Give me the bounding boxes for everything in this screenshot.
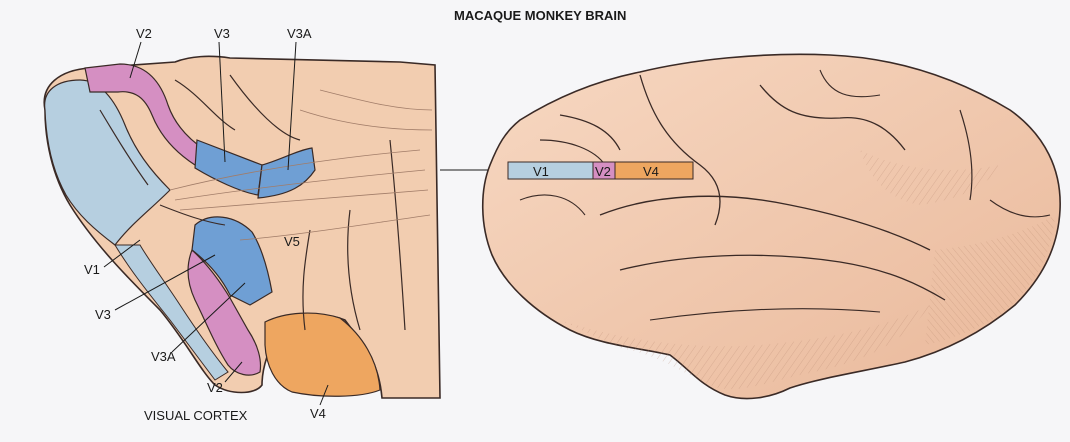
brain-sulcus-superior-temporal (619, 254, 946, 301)
brain-sulcus-frontal (519, 194, 586, 216)
brain-shading-upper (860, 150, 1000, 205)
leader-v3-top (218, 41, 226, 163)
v4-region (264, 312, 381, 397)
label-v2-bottom: V2 (207, 380, 223, 395)
label-v3a-bottom: V3A (151, 349, 176, 364)
caption-visual-cortex: VISUAL CORTEX (144, 408, 248, 423)
sulcus-7 (159, 204, 226, 226)
label-v3-bottom: V3 (95, 307, 111, 322)
brain-sulcus-intraparietal (759, 84, 906, 151)
brain-sulcus-lunate (959, 109, 973, 201)
leader-v3-bottom (114, 254, 216, 311)
macaque-brain: V1 V2 V4 (481, 53, 1061, 400)
label-v1: V1 (84, 262, 100, 277)
label-v3-top: V3 (214, 26, 230, 41)
strip-label-v2: V2 (595, 164, 611, 179)
page-title: MACAQUE MONKEY BRAIN (454, 8, 626, 23)
brain-sulcus-arcuate (559, 114, 621, 151)
brain-shading-temporal (560, 305, 930, 390)
brain-shading-occipital (925, 215, 1055, 345)
sulcus-5 (347, 209, 361, 331)
white-matter-fibre-5 (319, 89, 433, 111)
sulcus-4 (302, 229, 311, 331)
v1-region (44, 79, 171, 246)
white-matter-fibre-2 (174, 169, 426, 201)
v1-lower-band (114, 244, 229, 381)
brain-sulcus-principal (539, 139, 606, 166)
brain-sulcus-lateral (599, 195, 931, 251)
white-matter-fibre-3 (179, 189, 429, 211)
white-matter-fibre-1 (169, 149, 421, 191)
leader-v3a-bottom (171, 282, 246, 353)
v3a-top-region (257, 147, 316, 199)
strip-v1 (507, 161, 594, 180)
label-v4: V4 (310, 406, 326, 421)
leader-v4 (319, 384, 329, 406)
strip-label-v4: V4 (643, 164, 659, 179)
white-matter-fibre-6 (299, 109, 433, 131)
brain-sulcus-occipital (989, 199, 1051, 218)
sulcus-1 (99, 109, 149, 186)
leader-v1 (103, 239, 141, 268)
brain-sulcus-parietal (819, 69, 881, 98)
leader-v3a-top (287, 41, 297, 171)
area-strip: V1 V2 V4 (507, 161, 694, 180)
brain-sulcus-central (639, 74, 721, 226)
leader-v2-top (129, 41, 142, 79)
cortex-section: V2 V3 V3A V5 V1 V3 V3A V2 V4 VISUAL CORT… (43, 26, 441, 423)
label-v3a-top: V3A (287, 26, 312, 41)
label-v2-top: V2 (136, 26, 152, 41)
sulcus-2 (174, 79, 236, 131)
sulcus-6 (389, 139, 406, 331)
strip-v4 (614, 161, 694, 180)
label-v5: V5 (284, 234, 300, 249)
strip-label-v1: V1 (533, 164, 549, 179)
brain-sulcus-inferior (649, 308, 881, 321)
white-matter-fibre-4 (239, 214, 431, 241)
sulcus-3 (229, 74, 301, 141)
v2-lower-region (187, 248, 262, 376)
leader-v2-bottom (224, 361, 243, 383)
